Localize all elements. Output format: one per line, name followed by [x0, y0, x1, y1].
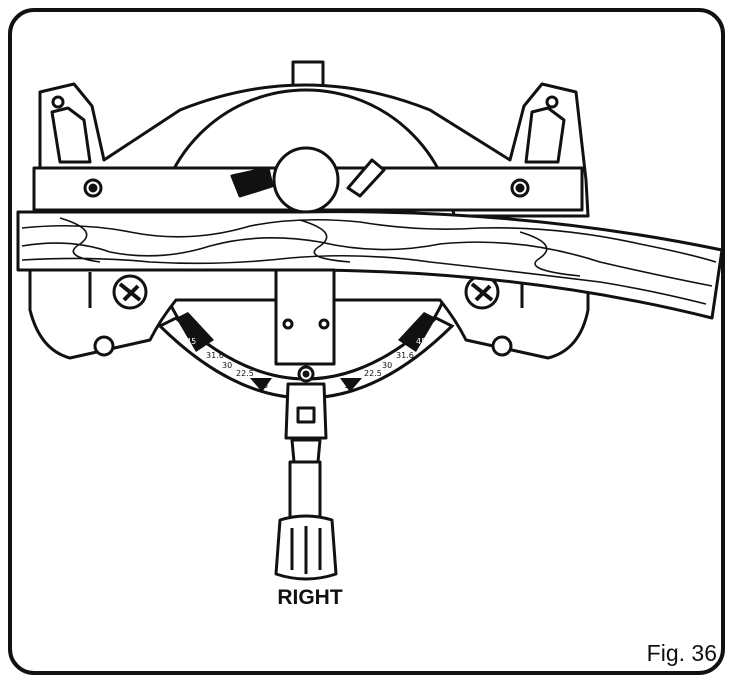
scale-right-31: 31.6: [396, 351, 414, 360]
left-fence-ear: [50, 106, 92, 164]
left-lower-hole: [93, 335, 115, 357]
figure-caption: RIGHT: [277, 586, 343, 609]
lower-base: [28, 260, 590, 360]
scale-right-22: 22.5: [364, 369, 382, 378]
warped-board: [16, 210, 724, 320]
scale-left-30: 30: [222, 361, 232, 370]
right-fence-ear: [524, 106, 566, 164]
right-lower-hole: [491, 335, 513, 357]
scale-right-45: 45: [416, 337, 426, 346]
left-ear-hole: [51, 95, 65, 109]
miter-arm: [274, 268, 336, 366]
scale-left-22: 22.5: [236, 369, 254, 378]
arbor-hub: [272, 146, 340, 214]
scale-right-30: 30: [382, 361, 392, 370]
scale-left-31: 31.6: [206, 351, 224, 360]
handle-shaft: [288, 460, 322, 522]
figure-label: Fig. 36: [646, 640, 717, 666]
right-ear-hole: [545, 95, 559, 109]
wood-grain: [21, 217, 717, 305]
scale-right-15: 15: [344, 381, 354, 390]
scale-left-45: 45: [186, 337, 196, 346]
miter-scale: [157, 312, 455, 400]
scale-left-15: 15: [258, 381, 268, 390]
